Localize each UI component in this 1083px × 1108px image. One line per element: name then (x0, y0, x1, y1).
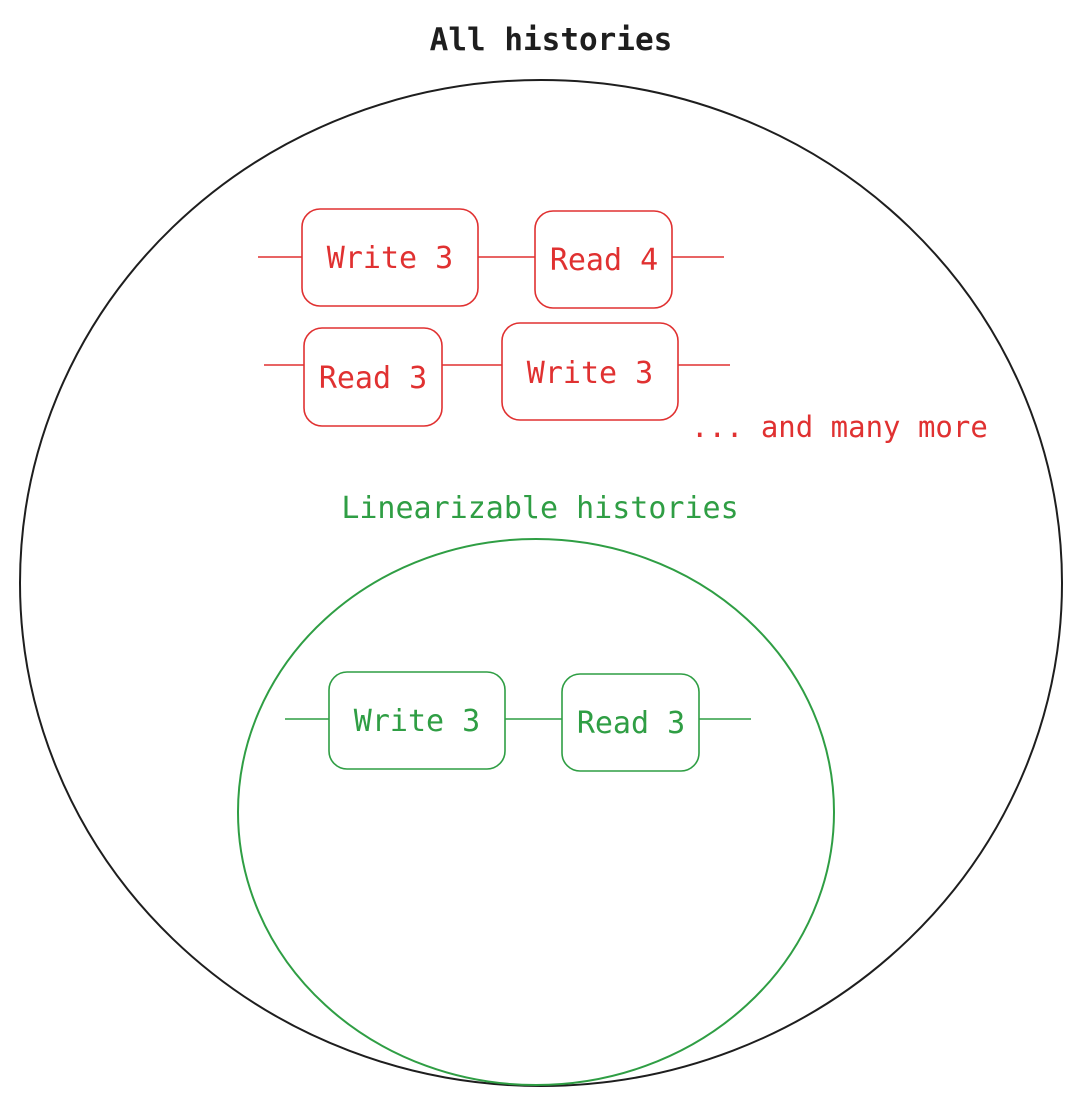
operation-box (303, 327, 443, 427)
operation-label: Write 3 (527, 356, 653, 391)
history-example-2: Read 3 Write 3 (264, 322, 730, 427)
all-histories-title: All histories (430, 22, 673, 58)
operation-label: Read 3 (319, 361, 427, 396)
and-many-more-label: ... and many more (691, 410, 988, 444)
operation-box (501, 322, 679, 421)
linearizable-history-example: Write 3 Read 3 (285, 671, 751, 772)
operation-box (561, 673, 700, 772)
operation-label: Write 3 (354, 704, 480, 739)
operation-label: Read 4 (550, 243, 658, 278)
operation-box (328, 671, 506, 770)
operation-box (534, 210, 673, 309)
operation-label: Read 3 (577, 706, 685, 741)
history-example-1: Write 3 Read 4 (258, 208, 724, 309)
linearizable-histories-circle (237, 538, 835, 1086)
all-histories-circle (19, 79, 1063, 1087)
linearizable-histories-title: Linearizable histories (341, 491, 738, 526)
operation-box (301, 208, 479, 307)
operation-label: Write 3 (327, 241, 453, 276)
